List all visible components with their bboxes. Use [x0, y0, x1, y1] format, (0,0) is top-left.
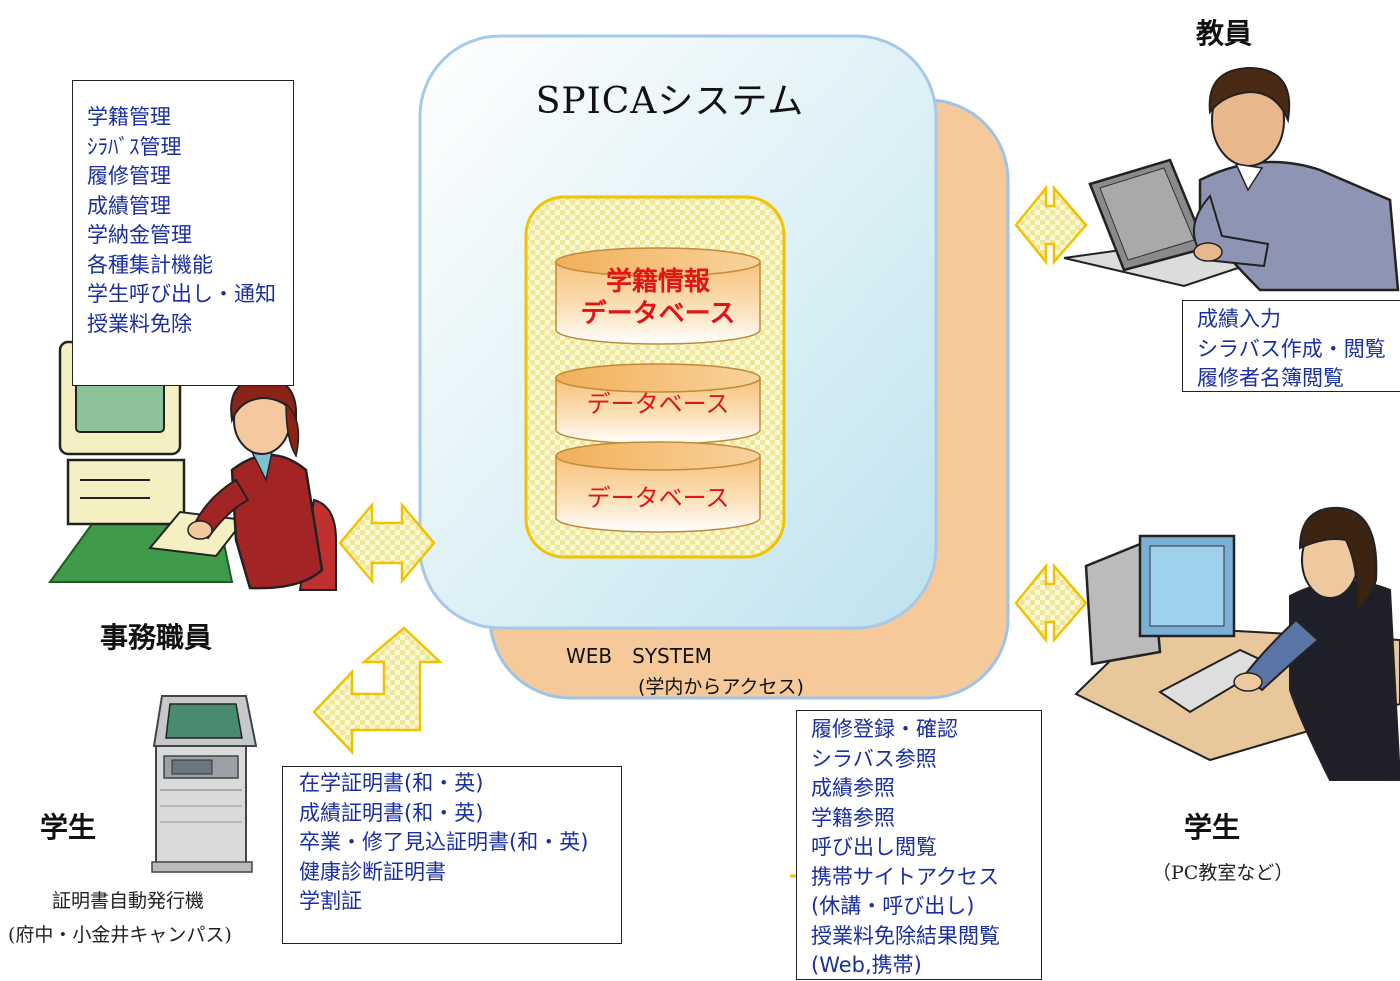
- database-cylinder-3: [555, 441, 761, 533]
- access-note: (学内からアクセス): [638, 676, 804, 698]
- pc-student-location-note: （PC教室など）: [1152, 862, 1294, 884]
- list-item: シラバス参照: [811, 746, 937, 771]
- list-item: 履修登録・確認: [811, 717, 958, 741]
- list-item: 在学証明書(和・英): [299, 771, 484, 795]
- list-item: 学籍参照: [811, 805, 895, 830]
- web-system-label: WEB SYSTEM: [566, 644, 712, 668]
- faculty-label: 教員: [1196, 17, 1253, 50]
- pc-student-label: 学生: [1184, 811, 1241, 844]
- arrow-pcstudent-system: [1014, 562, 1088, 644]
- pc-student-illustration: [1074, 506, 1400, 781]
- arrow-staff-system: [338, 501, 436, 585]
- list-item: 履修管理: [87, 164, 171, 188]
- list-item: 学割証: [299, 889, 362, 913]
- list-item: 授業料免除結果閲覧: [811, 923, 1000, 948]
- list-item: 授業料免除: [87, 311, 192, 336]
- kiosk-illustration: [151, 695, 258, 873]
- list-item: (休講・呼び出し): [811, 894, 975, 918]
- faculty-functions-box: 成績入力 シラバス作成・閲覧 履修者名簿閲覧: [1182, 300, 1400, 392]
- kiosk-campus-note: (府中・小金井キャンパス): [8, 924, 232, 946]
- list-item: ｼﾗﾊﾞｽ管理: [87, 134, 182, 159]
- list-item: 成績証明書(和・英): [299, 800, 484, 825]
- list-item: シラバス作成・閲覧: [1197, 336, 1386, 361]
- system-title: SPICAシステム: [535, 81, 805, 122]
- list-item: 健康診断証明書: [299, 859, 446, 884]
- kiosk-student-label: 学生: [40, 811, 97, 844]
- arrow-faculty-system: [1014, 184, 1088, 266]
- staff-label: 事務職員: [100, 621, 213, 654]
- database-label-2: データベース: [586, 390, 730, 418]
- list-item: 履修者名簿閲覧: [1197, 366, 1344, 390]
- staff-functions-box: 学籍管理 ｼﾗﾊﾞｽ管理 履修管理 成績管理 学納金管理 各種集計機能 学生呼び…: [72, 80, 294, 386]
- list-item: 成績参照: [811, 776, 895, 800]
- list-item: 成績入力: [1197, 307, 1281, 331]
- faculty-function-list: 成績入力 シラバス作成・閲覧 履修者名簿閲覧: [1197, 305, 1400, 394]
- list-item: 成績管理: [87, 193, 171, 218]
- list-item: 卒業・修了見込証明書(和・英): [299, 830, 589, 854]
- list-item: 呼び出し閲覧: [811, 835, 937, 859]
- database-label-3: データベース: [586, 484, 730, 512]
- staff-function-list: 学籍管理 ｼﾗﾊﾞｽ管理 履修管理 成績管理 学納金管理 各種集計機能 学生呼び…: [87, 103, 293, 339]
- database-label-line: 学籍情報: [605, 267, 710, 297]
- pc-student-function-list: 履修登録・確認 シラバス参照 成績参照 学籍参照 呼び出し閲覧 携帯サイトアクセ…: [811, 715, 1041, 981]
- kiosk-functions-box: 在学証明書(和・英) 成績証明書(和・英) 卒業・修了見込証明書(和・英) 健康…: [282, 766, 622, 944]
- list-item: 学納金管理: [87, 223, 192, 247]
- database-label-student-records: 学籍情報 データベース: [558, 266, 758, 330]
- list-item: 携帯サイトアクセス: [811, 864, 999, 889]
- office-staff-illustration: [48, 340, 337, 591]
- arrow-kiosk-system: [312, 626, 444, 756]
- list-item: (Web,携帯): [811, 953, 922, 977]
- list-item: 学生呼び出し・通知: [87, 282, 276, 306]
- database-cylinder-1: [555, 247, 761, 345]
- kiosk-machine-label: 証明書自動発行機: [52, 890, 205, 912]
- pc-student-functions-box: 履修登録・確認 シラバス参照 成績参照 学籍参照 呼び出し閲覧 携帯サイトアクセ…: [796, 710, 1042, 980]
- database-label-line: データベース: [580, 299, 736, 329]
- list-item: 学籍管理: [87, 105, 171, 129]
- kiosk-function-list: 在学証明書(和・英) 成績証明書(和・英) 卒業・修了見込証明書(和・英) 健康…: [299, 769, 621, 917]
- database-cylinder-2: [555, 363, 761, 445]
- faculty-illustration: [1063, 66, 1400, 292]
- list-item: 各種集計機能: [87, 252, 213, 277]
